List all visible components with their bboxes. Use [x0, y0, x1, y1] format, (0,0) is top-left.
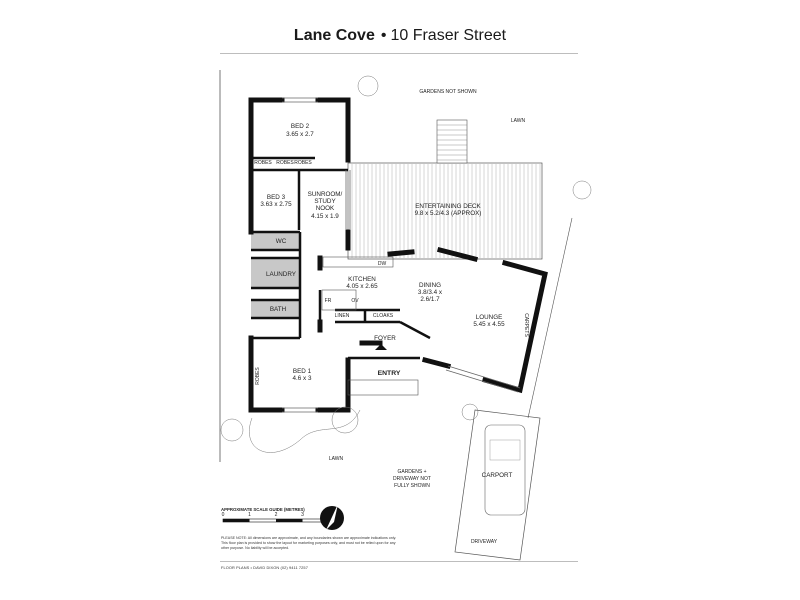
- north-compass-icon: [320, 504, 344, 530]
- bed3-dims: 3.63 x 2.75: [260, 201, 292, 208]
- carport-label: CARPORT: [482, 472, 513, 479]
- entry-steps: [347, 379, 419, 396]
- bed3-label: BED 3: [267, 194, 286, 201]
- bottom-divider: [220, 561, 578, 562]
- carport: [454, 409, 541, 561]
- scale-title: APPROXIMATE SCALE GUIDE (METRES): [221, 507, 305, 512]
- entry-arrow-icon: [375, 344, 387, 350]
- robes-label: ROBES: [254, 160, 272, 166]
- scale-tick-label: 2: [275, 512, 278, 518]
- suburb-title: Lane Cove: [293, 27, 375, 44]
- carpets-label: CARPETS: [523, 313, 529, 337]
- gardens-bottom-1: GARDENS +: [397, 469, 426, 475]
- cloaks-label: CLOAKS: [373, 313, 394, 319]
- dining-dims-2: 2.6/1.7: [420, 296, 440, 303]
- bath-area: [251, 300, 299, 318]
- windows: [282, 97, 521, 413]
- top-divider: [220, 53, 578, 54]
- entry-label: ENTRY: [378, 370, 401, 377]
- foyer-label: FOYER: [374, 335, 396, 342]
- kitchen-appliances: [321, 289, 357, 311]
- right-boundary-line: [527, 217, 573, 419]
- fr-label: FR: [325, 298, 332, 304]
- robes-label: ROBES: [255, 367, 261, 385]
- kitchen-dims: 4.05 x 2.65: [346, 283, 378, 290]
- scale-bar: 0 1 2 3 4: [222, 512, 331, 523]
- deck-label: ENTERTAINING DECK: [415, 203, 481, 210]
- gardens-top-label: GARDENS NOT SHOWN: [419, 89, 477, 95]
- lounge-dims: 5.45 x 4.55: [473, 321, 505, 328]
- scale-tick-label: 0: [222, 512, 225, 518]
- floor-plan-credit: FLOOR PLANS • DAVID DIXON (02) 9411 7257: [221, 565, 308, 570]
- robes-label: ROBES: [294, 160, 312, 166]
- deck-stairs: [436, 119, 468, 164]
- ov-label: OV: [351, 298, 359, 304]
- wc-label: WC: [276, 238, 287, 245]
- dw-label: DW: [378, 261, 387, 267]
- bath-label: BATH: [270, 306, 287, 313]
- kitchen-bench: [322, 256, 394, 268]
- exterior-walls: [248, 97, 548, 413]
- wc-area: [251, 232, 299, 250]
- page-title: Lane Cove •10 Fraser Street: [0, 26, 800, 46]
- garden-bed: [249, 409, 361, 453]
- dining-dims-1: 3.8/3.4 x: [418, 289, 443, 296]
- sunroom-label-3: NOOK: [316, 205, 335, 212]
- lawn-bottom-label: LAWN: [329, 456, 344, 462]
- lawn-top-label: LAWN: [511, 118, 526, 124]
- sunroom-label-1: SUNROOM/: [308, 191, 343, 198]
- scale-tick-label: 1: [248, 512, 251, 518]
- car-icon: [484, 424, 526, 516]
- bed1-label: BED 1: [293, 368, 312, 375]
- dining-label: DINING: [419, 282, 441, 289]
- address-title: 10 Fraser Street: [390, 27, 507, 44]
- lounge-label: LOUNGE: [476, 314, 503, 321]
- gardens-bottom-3: FULLY SHOWN: [394, 483, 430, 489]
- bed2-label: BED 2: [291, 123, 310, 130]
- laundry-area: [251, 258, 299, 288]
- driveway-label: DRIVEWAY: [471, 539, 498, 545]
- deck-dims: 9.8 x 5.2/4.3 (APPROX): [415, 210, 482, 217]
- linen-label: LINEN: [335, 313, 350, 319]
- kitchen-label: KITCHEN: [348, 276, 376, 283]
- scale-tick-label: 3: [301, 512, 304, 518]
- sunroom-label-2: STUDY: [314, 198, 336, 205]
- shrub-icon: [220, 75, 592, 442]
- legal-disclaimer: PLEASE NOTE: All dimensions are approxim…: [221, 536, 397, 550]
- entertaining-deck: [347, 162, 543, 260]
- sunroom-dims: 4.15 x 1.9: [311, 213, 339, 220]
- laundry-label: LAUNDRY: [266, 271, 297, 278]
- bed2-dims: 3.65 x 2.7: [286, 131, 314, 138]
- bed1-dims: 4.6 x 3: [293, 375, 312, 382]
- gardens-bottom-2: DRIVEWAY NOT: [393, 476, 431, 482]
- robes-label: ROBES: [276, 160, 294, 166]
- title-separator: •: [380, 27, 387, 44]
